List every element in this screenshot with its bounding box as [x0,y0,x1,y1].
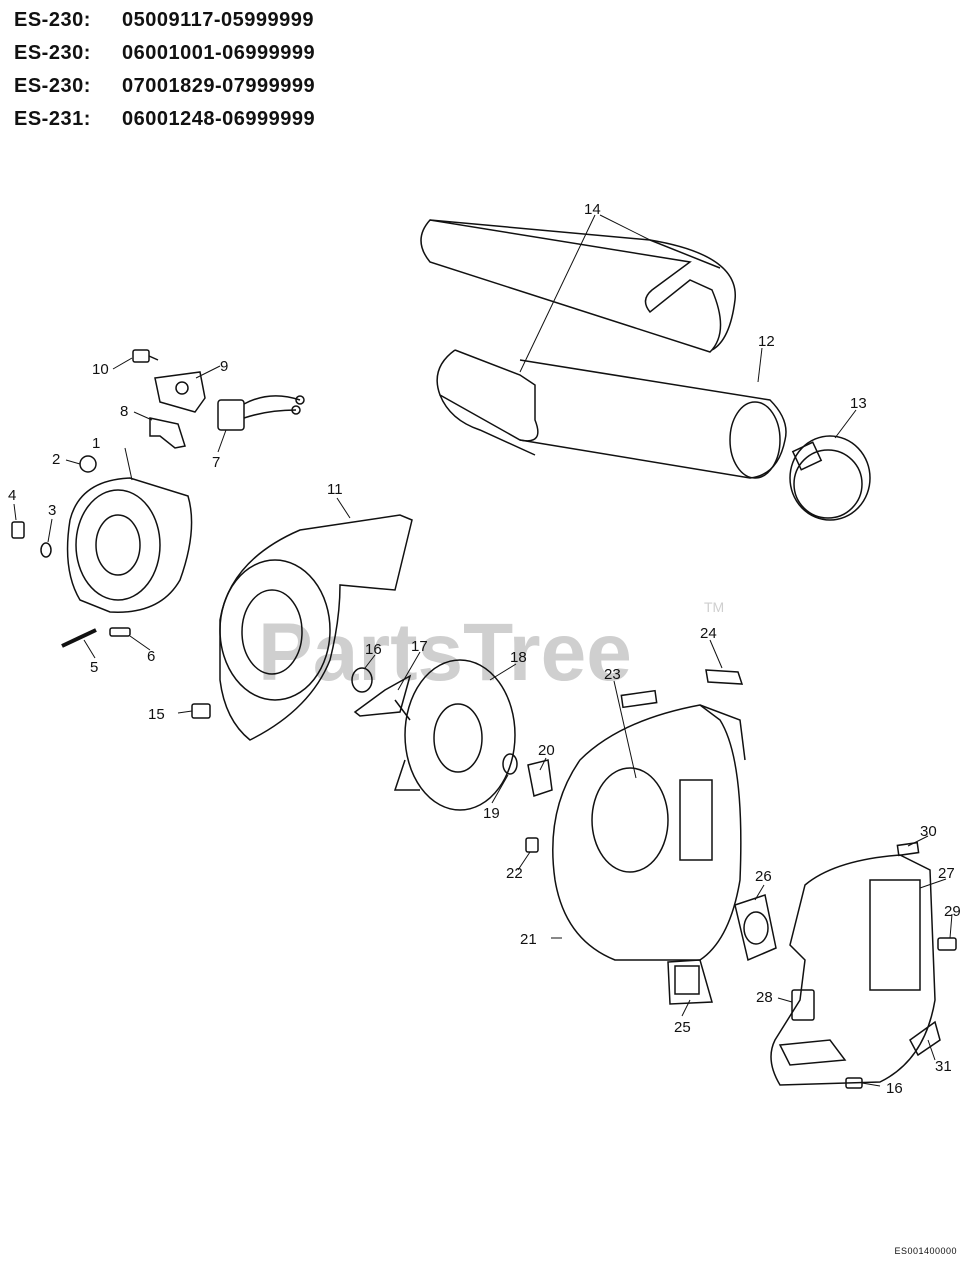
part-24-label [705,669,744,685]
callout-25: 25 [674,1019,691,1036]
callout-7: 7 [212,454,220,471]
part-10-screw [132,349,159,363]
part-12-tube [519,359,787,479]
callout-8: 8 [120,403,128,420]
part-21-housing [552,704,746,961]
watermark-tm: TM [704,599,724,615]
part-7-coil [217,395,305,431]
model-row: ES-230: 05009117-05999999 [14,4,315,37]
model-name: ES-231: [14,108,91,130]
part-31-label [909,1020,941,1057]
callout-28: 28 [756,989,773,1006]
part-22-screw [525,837,539,853]
part-15-screw [191,703,211,719]
callout-5: 5 [90,659,98,676]
callout-19: 19 [483,805,500,822]
callout-28: 29 [944,903,961,920]
part-9-bracket [154,371,206,413]
serial-range: 05009117-05999999 [122,9,315,31]
callout-16-lower: 16 [886,1080,903,1097]
part-17-blade [353,674,412,717]
callout-2: 2 [52,451,60,468]
callout-3: 3 [48,502,56,519]
callout-26: 26 [755,868,772,885]
part-6-pin [109,627,131,637]
part-16-nut [351,667,373,693]
leader-lines [13,214,953,1087]
callout-24: 24 [700,625,717,642]
serial-range: 06001001-06999999 [122,42,316,64]
callout-12: 12 [758,333,775,350]
callout-10: 10 [92,361,109,378]
serial-range: 06001248-06999999 [122,108,316,130]
part-2-screw [79,455,97,473]
model-serial-list: ES-230: 05009117-05999999 ES-230: 06001001… [14,4,315,136]
part-26-filter [734,894,777,962]
model-row: ES-230: 07001829-07999999 [14,70,315,103]
callout-13: 13 [850,395,867,412]
callout-20: 20 [538,742,555,759]
part-27-cover [770,854,936,1086]
serial-range: 07001829-07999999 [122,75,316,97]
part-18-impeller [393,659,516,811]
callout-18: 18 [510,649,527,666]
part-4-screw [11,521,25,539]
part-5-pin [61,628,97,648]
callout-11: 11 [327,481,343,498]
part-30-label [896,841,920,857]
part-20-bolt [527,759,553,797]
callout-4: 4 [8,487,16,504]
part-23-label [620,689,658,709]
model-name: ES-230: [14,75,91,97]
model-row: ES-230: 06001001-06999999 [14,37,315,70]
callout-17: 17 [411,638,428,655]
part-19-washer [502,753,518,775]
callout-9: 9 [220,358,228,375]
callout-labels: 1 2 3 4 5 6 7 8 9 10 11 12 13 14 15 16 1… [8,201,961,1097]
part-14-sleeve [420,219,736,456]
model-row: ES-231: 06001248-06999999 [14,103,315,136]
part-13-clamp [789,435,871,521]
model-name: ES-230: [14,9,91,31]
callout-6: 6 [147,648,155,665]
callout-15: 15 [148,706,165,723]
part-11-fan-housing [219,514,413,741]
part-29-screw [937,937,957,951]
part-8-bracket [149,417,186,449]
part-25-plate [667,959,713,1005]
callout-22: 22 [506,865,523,882]
model-name: ES-230: [14,42,91,64]
diagram-reference-code: ES001400000 [894,1246,957,1256]
callout-1: 1 [92,435,100,452]
part-3-washer [40,542,52,558]
callout-23: 23 [604,666,621,683]
part-1-starter-housing [66,477,193,613]
part-28-bracket [791,989,815,1021]
callout-30: 30 [920,823,937,840]
watermark: PartsTree [258,607,632,698]
callout-31: 31 [935,1058,952,1075]
callout-14: 14 [584,201,601,218]
callout-27: 27 [938,865,955,882]
callout-16: 16 [365,641,382,658]
callout-21: 21 [520,931,537,948]
